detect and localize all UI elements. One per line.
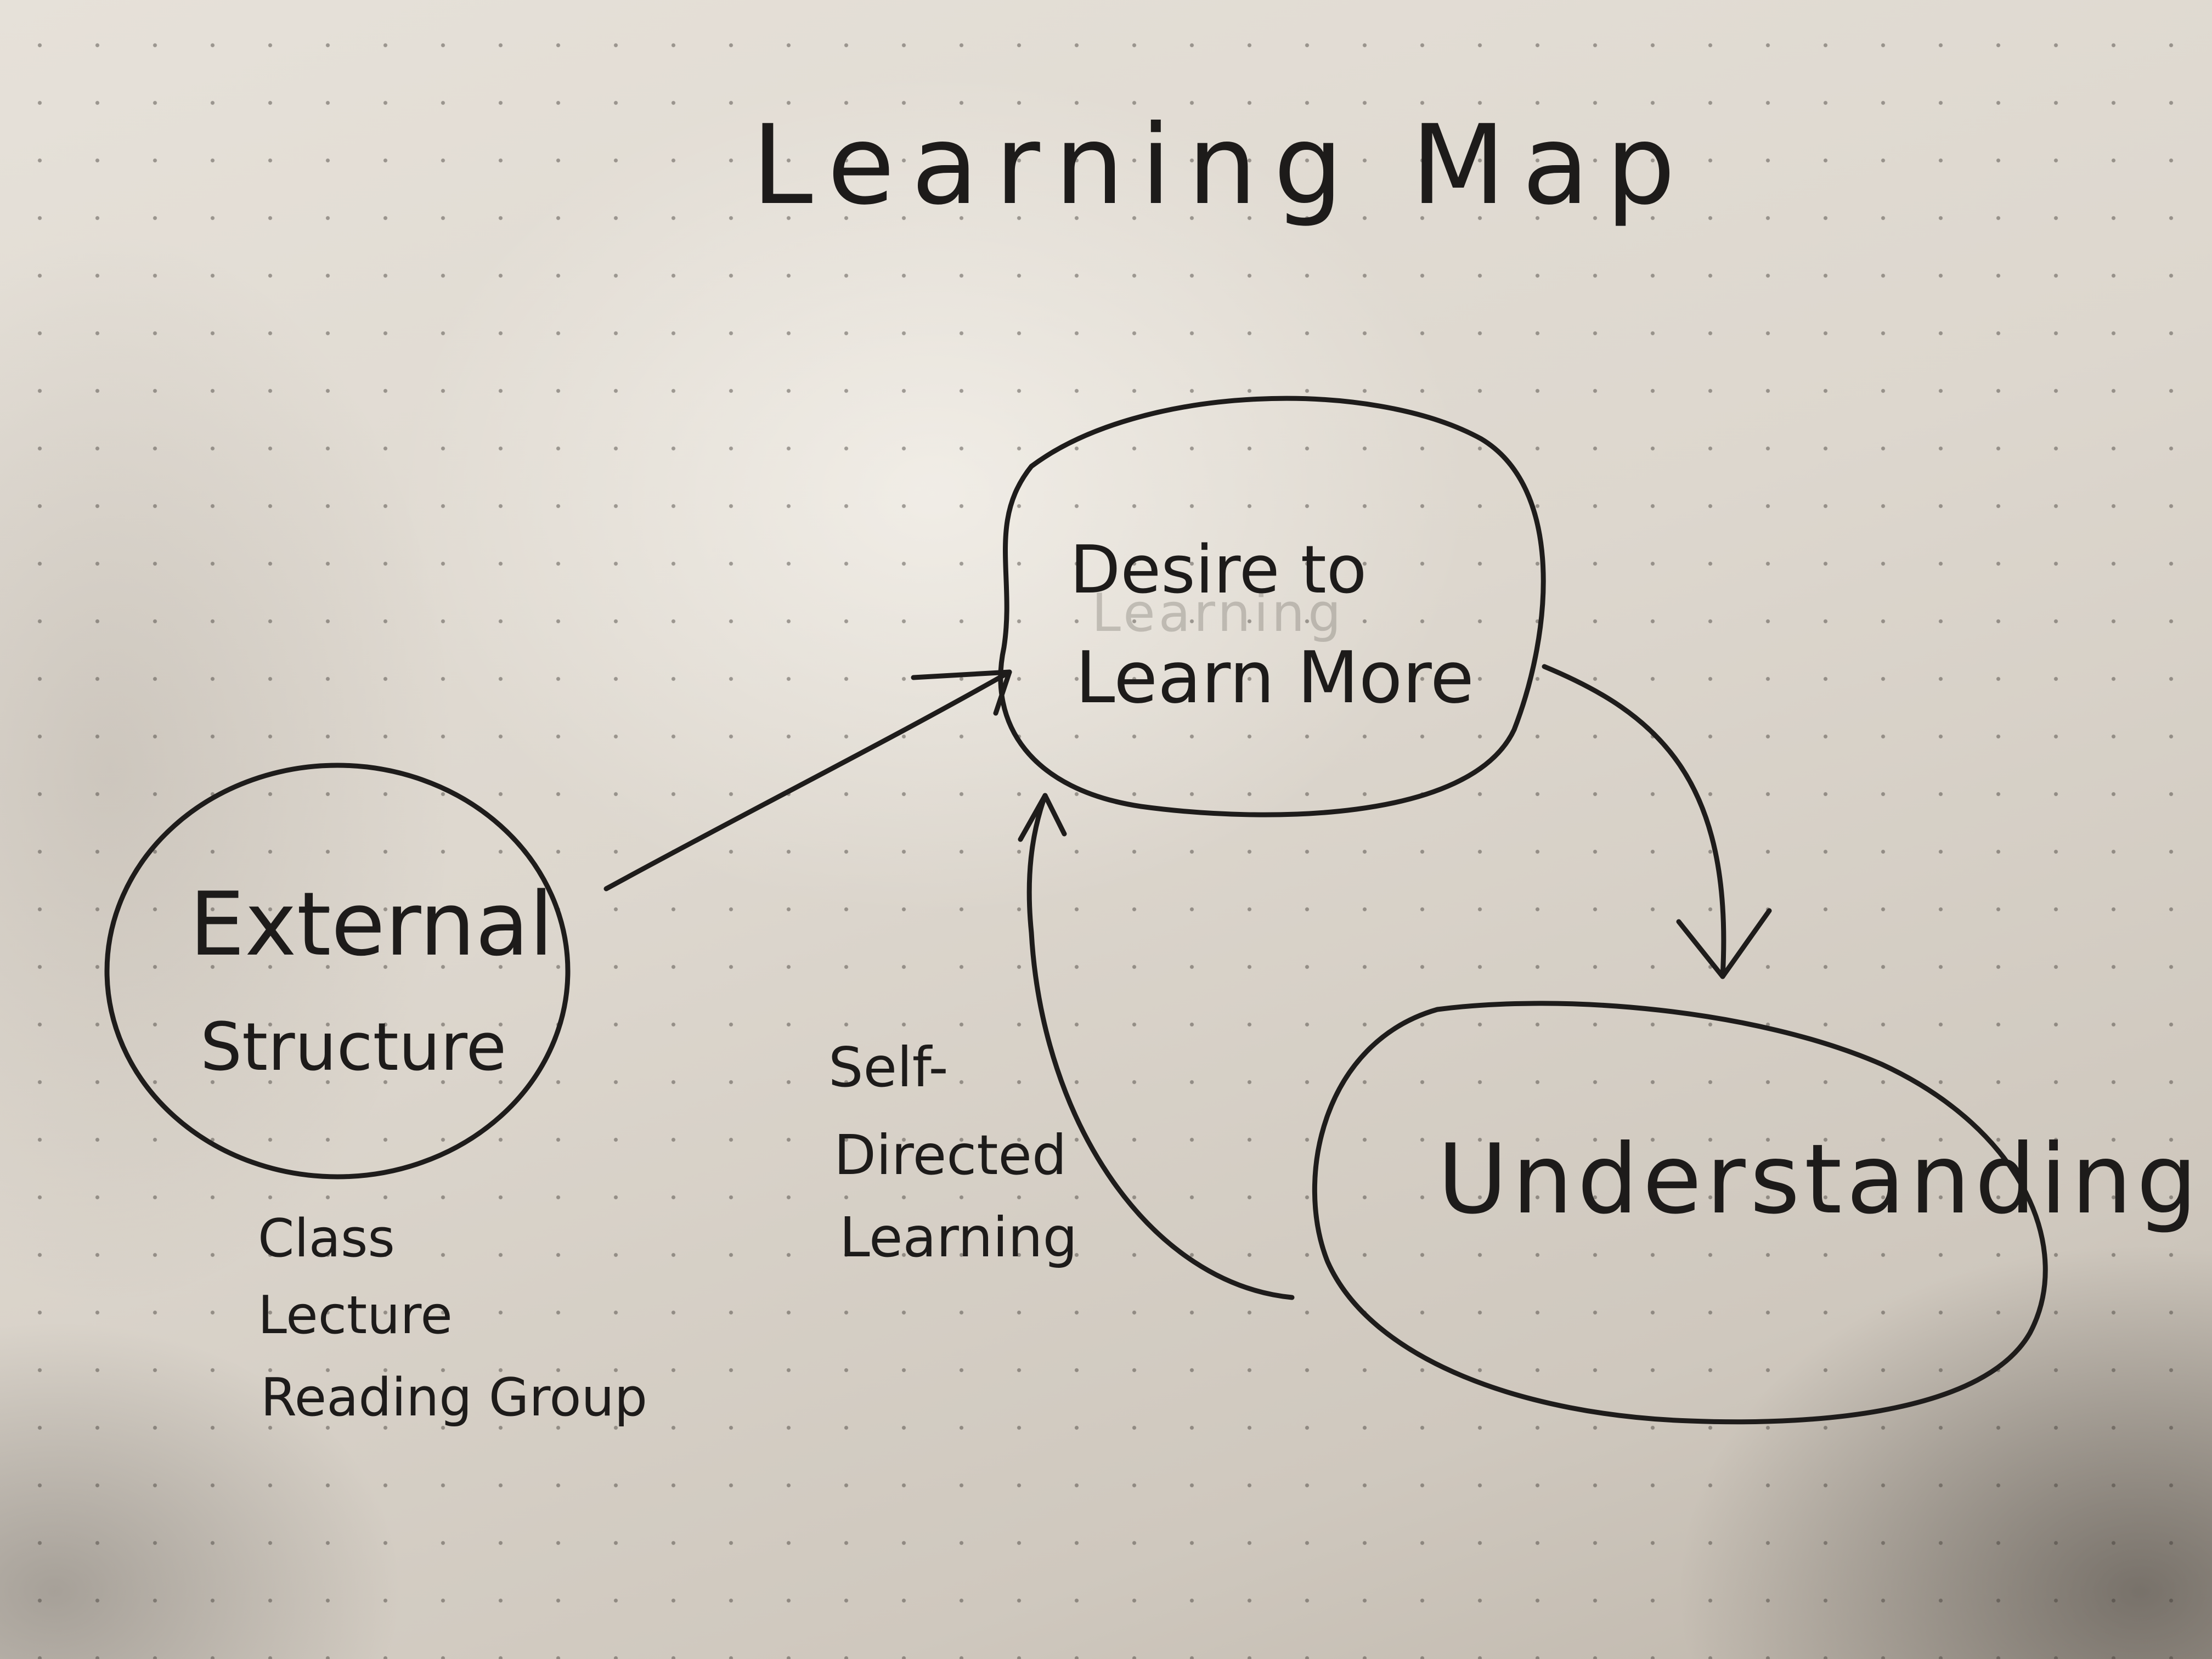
diagram-title: Learning Map xyxy=(752,101,1692,229)
arrow-desire-to-understanding-shaft xyxy=(1542,664,1726,979)
arrow-external-to-desire-shaft xyxy=(603,669,1012,891)
arrow-external-to-desire-head xyxy=(911,669,1012,716)
example-lecture: Lecture xyxy=(258,1285,453,1346)
node-understanding-outline xyxy=(1312,1001,2048,1425)
node-desire-line2: Learn More xyxy=(1075,636,1474,719)
arrow-desire-to-understanding-head xyxy=(1676,908,1772,979)
node-desire-to-learn-more: Desire to Learn More xyxy=(998,396,1546,817)
node-understanding-label: Understanding xyxy=(1437,1124,2202,1235)
edge-label-line3: Learning xyxy=(839,1205,1077,1269)
edge-label-line1: Self- xyxy=(828,1035,949,1099)
node-external-structure: External Structure xyxy=(104,763,571,1180)
arrow-understanding-to-desire-head xyxy=(1018,793,1067,842)
node-desire-line1: Desire to xyxy=(1070,532,1367,608)
node-understanding: Understanding xyxy=(1312,1001,2202,1425)
node-external-outline xyxy=(104,763,571,1180)
arrow-external-to-desire xyxy=(603,669,1012,891)
example-reading-group: Reading Group xyxy=(261,1368,647,1428)
arrow-understanding-to-desire-shaft xyxy=(1026,793,1295,1300)
arrow-desire-to-understanding xyxy=(1542,664,1772,979)
node-external-line2: Structure xyxy=(200,1009,506,1086)
external-examples-list: Class Lecture Reading Group xyxy=(258,1209,647,1428)
arrow-understanding-to-desire xyxy=(1018,793,1295,1300)
node-desire-outline xyxy=(998,396,1546,817)
node-external-line1: External xyxy=(189,873,554,975)
edge-label-line2: Directed xyxy=(834,1123,1066,1187)
erased-text: Learning xyxy=(1092,583,1344,644)
example-class: Class xyxy=(258,1209,395,1269)
edge-label-self-directed-learning: Self- Directed Learning xyxy=(828,1035,1077,1269)
